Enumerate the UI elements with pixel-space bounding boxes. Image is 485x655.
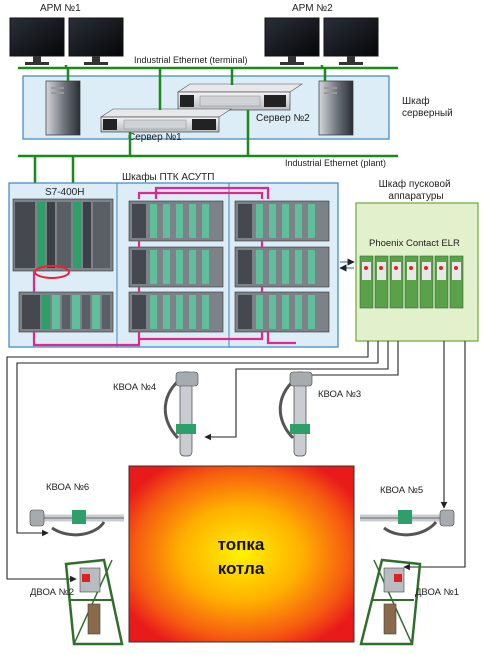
plc-label: S7-400H	[45, 187, 84, 198]
arm1-label: АРМ №1	[40, 3, 81, 14]
dvoa1-label: ДВОА №1	[415, 587, 459, 598]
tower-icon	[318, 80, 354, 136]
control-cabinets: S7-400H Шкафы ПТК АСУТП	[8, 171, 339, 348]
ptk-racks	[128, 200, 330, 333]
kvoa4-label: КВОА №4	[113, 382, 156, 393]
server-cabinet: Шкаф серверный Сервер №2 Сервер №1	[22, 68, 453, 143]
server-cabinet-label: Шкаф серверный	[402, 95, 453, 119]
arm2-workstation: АРМ №2	[264, 3, 379, 65]
arm1-workstation: АРМ №1	[9, 3, 124, 65]
terminal-network-label: Industrial Ethernet (terminal)	[134, 55, 248, 65]
link-arrows	[339, 258, 355, 272]
ptk-label: Шкафы ПТК АСУТП	[122, 171, 214, 183]
phoenix-elr-label: Phoenix Contact ELR	[369, 238, 460, 249]
io-rack	[18, 291, 114, 333]
server2-label: Сервер №2	[256, 113, 310, 124]
tower-icon	[45, 80, 81, 136]
kvoa6-blower: КВОА №6	[29, 482, 124, 537]
dvoa2-blower: ДВОА №2	[30, 558, 124, 646]
dvoa1-blower: ДВОА №1	[359, 558, 459, 646]
arm2-label: АРМ №2	[292, 3, 333, 14]
kvoa3-blower: КВОА №3	[278, 371, 361, 457]
starter-cabinet: Шкаф пусковой аппаратуры Phoenix Contact…	[339, 178, 479, 342]
signal-cables	[32, 186, 296, 347]
server2-icon	[177, 83, 303, 111]
kvoa6-label: КВОА №6	[46, 482, 89, 493]
starter-cabinet-label: Шкаф пусковой аппаратуры	[379, 178, 454, 202]
kvoa5-blower: КВОА №5	[360, 485, 455, 537]
monitor-icon	[9, 17, 65, 57]
dvoa2-label: ДВОА №2	[30, 587, 74, 598]
plant-network: Industrial Ethernet (plant)	[18, 110, 398, 183]
monitor-icon	[323, 17, 379, 57]
monitor-icon	[68, 17, 124, 57]
server1-label: Сервер №1	[128, 132, 182, 143]
server1-icon	[100, 108, 232, 133]
terminal-network: Industrial Ethernet (terminal)	[18, 55, 398, 70]
monitor-icon	[264, 17, 320, 57]
field-cables	[6, 341, 466, 583]
kvoa3-label: КВОА №3	[318, 389, 361, 400]
plc-rack	[12, 198, 114, 279]
plant-network-label: Industrial Ethernet (plant)	[285, 158, 386, 168]
kvoa4-blower: КВОА №4	[113, 371, 199, 457]
kvoa5-label: КВОА №5	[380, 485, 423, 496]
elr-modules	[359, 255, 464, 309]
